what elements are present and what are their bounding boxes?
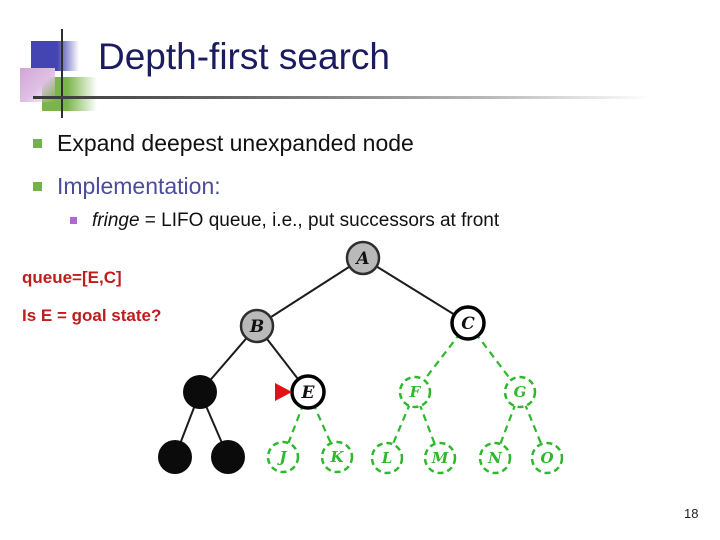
black-node-3 xyxy=(211,440,245,474)
node-C: C xyxy=(450,305,486,341)
node-C-label: C xyxy=(461,314,475,334)
node-G-label: G xyxy=(514,383,527,401)
title-underline xyxy=(33,96,670,99)
sub-bullet-text: fringe = LIFO queue, i.e., put successor… xyxy=(92,208,499,233)
black-node-1 xyxy=(183,375,217,409)
node-J-label: J xyxy=(276,448,287,466)
node-F-label: F xyxy=(409,383,422,401)
solid-edges xyxy=(174,257,469,458)
bullet-text-expand: Expand deepest unexpanded node xyxy=(57,130,414,156)
node-B: B xyxy=(239,308,275,344)
deco-blue-square xyxy=(31,41,79,71)
black-node-2 xyxy=(158,440,192,474)
fringe-italic-text: fringe xyxy=(92,210,140,231)
bullet-text-implementation: Implementation: xyxy=(57,173,221,199)
node-F: F xyxy=(398,375,432,409)
queue-state-text: queue=[E,C] xyxy=(22,268,122,287)
node-N: N xyxy=(478,441,512,475)
node-K: K xyxy=(320,440,354,474)
sub-bullet-item-fringe: fringe = LIFO queue, i.e., put successor… xyxy=(70,208,499,233)
page-title: Depth-first search xyxy=(98,36,390,77)
node-K-label: K xyxy=(329,448,344,466)
node-E-label: E xyxy=(301,383,316,403)
bullet-item-implementation: Implementation: xyxy=(33,171,221,201)
node-M-label: M xyxy=(431,449,449,467)
node-O: O xyxy=(530,441,564,475)
sub-bullet-square-icon xyxy=(70,217,77,224)
node-B-label: B xyxy=(249,317,264,337)
page-number: 18 xyxy=(684,506,699,521)
node-N-label: N xyxy=(487,449,503,467)
node-M: M xyxy=(423,441,457,475)
bullet-square-icon xyxy=(33,182,42,191)
node-J: J xyxy=(266,440,300,474)
node-O-label: O xyxy=(540,449,553,467)
fringe-rest-text: = LIFO queue, i.e., put successors at fr… xyxy=(139,210,500,231)
node-L: L xyxy=(370,441,404,475)
node-E: E xyxy=(290,374,326,410)
bullet-item-expand: Expand deepest unexpanded node xyxy=(33,128,414,158)
current-node-arrow-icon xyxy=(275,383,292,401)
node-G: G xyxy=(503,375,537,409)
deco-vertical-line xyxy=(61,29,63,118)
node-L-label: L xyxy=(381,449,393,467)
node-A: A xyxy=(345,240,381,276)
node-A-label: A xyxy=(354,249,369,269)
goal-test-text: Is E = goal state? xyxy=(22,306,162,325)
bullet-square-icon xyxy=(33,139,42,148)
